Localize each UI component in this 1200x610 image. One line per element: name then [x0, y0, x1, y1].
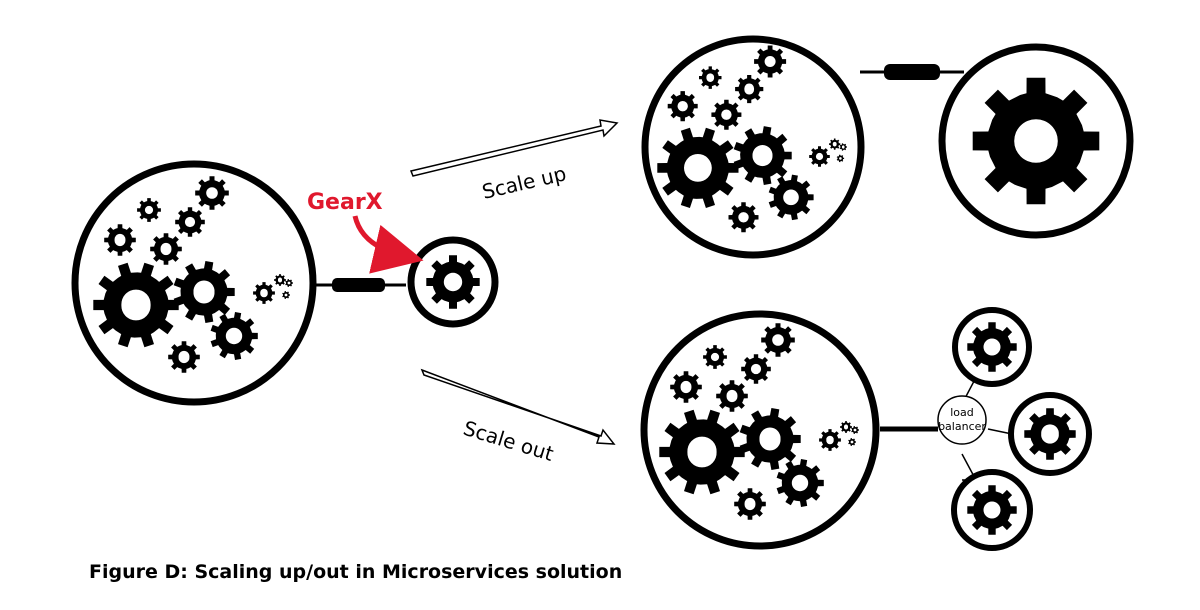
load-balancer-circle — [937, 395, 987, 445]
lb-to-service-2 — [987, 428, 1013, 435]
gear-icon — [285, 279, 293, 287]
gear-icon — [840, 421, 852, 433]
scaleup-link-tube — [884, 64, 940, 80]
gear-icon — [1024, 408, 1076, 460]
scaleout-service-circle-1 — [952, 307, 1032, 387]
gear-icon — [809, 146, 830, 167]
monolith-link-tube — [332, 278, 385, 292]
scaleout-service-circle-3 — [951, 469, 1033, 551]
gear-icon — [754, 45, 787, 78]
gear-icon — [735, 75, 764, 104]
scale-out-label: Scale out — [461, 416, 557, 466]
gear-icon — [175, 207, 205, 237]
load-balancer: load balancer — [937, 395, 987, 445]
gear-icon — [972, 77, 1100, 205]
gear-icon — [150, 233, 182, 265]
scaleout-service-circle-2 — [1008, 392, 1092, 476]
gear-icon — [703, 345, 727, 369]
scaleout-monolith-gears — [659, 323, 859, 520]
gear-icon — [733, 126, 792, 185]
gear-icon — [274, 274, 286, 286]
gear-icon — [851, 426, 859, 434]
scale-up-arrow — [409, 119, 619, 177]
gear-icon — [168, 341, 200, 373]
gear-icon — [839, 143, 847, 151]
scale-up-label: Scale up — [480, 161, 569, 204]
monolith-gears — [93, 176, 293, 373]
gear-icon — [967, 485, 1017, 535]
gear-icon — [659, 409, 745, 495]
gear-icon — [829, 138, 841, 150]
gear-icon — [711, 99, 742, 130]
gear-icon — [657, 127, 739, 208]
gear-icon — [836, 154, 845, 163]
gear-icon — [768, 174, 814, 221]
gear-icon — [776, 459, 824, 507]
figure-caption: Figure D: Scaling up/out in Microservice… — [89, 561, 623, 583]
gear-icon — [426, 255, 480, 309]
scaleup-monolith-gears — [657, 45, 847, 233]
gear-icon — [210, 312, 258, 360]
gear-icon — [195, 176, 229, 210]
gear-icon — [819, 429, 841, 451]
service-gears — [426, 77, 1100, 535]
gear-icon — [93, 262, 179, 348]
gear-icon — [137, 198, 161, 222]
gear-icon — [728, 202, 759, 233]
gear-icon — [282, 291, 290, 299]
gearx-label: GearX — [307, 190, 383, 215]
gear-icon — [734, 488, 766, 520]
gear-icon — [741, 354, 771, 384]
scale-out-arrow — [420, 368, 616, 445]
load-balancer-label-line2: balancer — [938, 420, 986, 433]
gearx-service-circle — [407, 236, 499, 328]
gear-icon — [173, 261, 235, 323]
gear-icon — [716, 380, 748, 412]
gear-icon — [253, 282, 275, 304]
gearx-pointer-arrow — [352, 215, 424, 274]
gear-icon — [667, 91, 698, 122]
gear-icon — [739, 408, 801, 470]
scaleup-service-circle — [938, 43, 1134, 239]
gear-icon — [699, 66, 722, 89]
load-balancer-label-line1: load — [950, 406, 974, 419]
gear-icon — [761, 323, 795, 357]
gear-icon — [848, 438, 856, 446]
gear-icon — [967, 322, 1017, 372]
gear-icon — [104, 224, 136, 256]
gear-icon — [670, 371, 702, 403]
